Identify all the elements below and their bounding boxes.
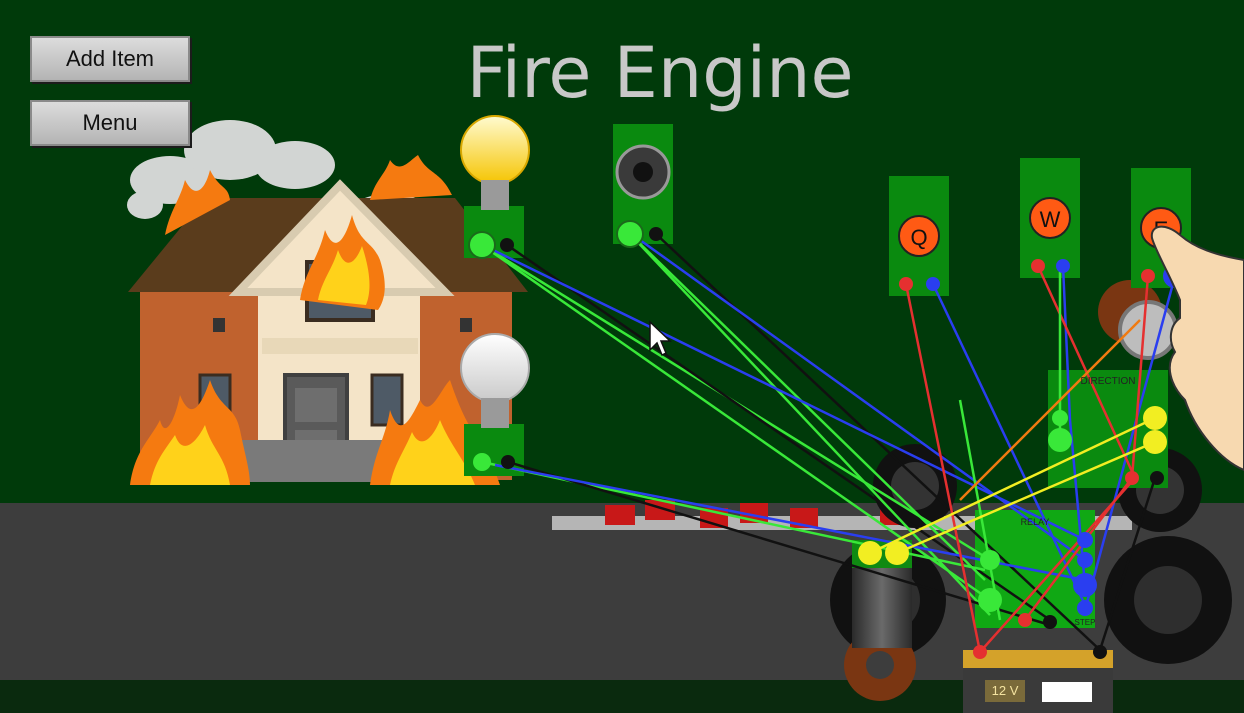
wire-orange — [959, 319, 1141, 501]
wire-green — [629, 233, 986, 581]
wire-black — [507, 460, 1051, 627]
battery[interactable] — [963, 650, 1113, 713]
wire-blue — [1083, 275, 1177, 611]
burning-house[interactable] — [127, 120, 528, 485]
key-q-label: Q — [910, 225, 927, 250]
wire-yellow — [896, 440, 1156, 555]
key-w-module[interactable]: W — [1020, 158, 1080, 278]
bulb-on-icon[interactable] — [460, 115, 530, 258]
wire-black — [1098, 477, 1157, 651]
wire-blue — [931, 283, 1087, 606]
menu-button[interactable]: Menu — [30, 100, 190, 146]
page-title: Fire Engine — [466, 32, 854, 114]
battery-voltage: 12 V — [992, 683, 1019, 698]
wire-black — [506, 243, 1051, 622]
wire-blue — [492, 248, 1086, 542]
stepper-label: STEP — [1075, 618, 1096, 627]
hand-pointer-icon — [1150, 225, 1244, 472]
key-q-module[interactable]: Q — [889, 176, 949, 296]
wire-green — [481, 243, 991, 602]
wire-red — [904, 283, 982, 653]
barcode-icon — [1042, 682, 1092, 702]
key-w-label: W — [1040, 207, 1061, 232]
direction-module[interactable] — [1048, 370, 1168, 488]
wire-yellow — [869, 416, 1156, 555]
mouse-cursor-icon — [649, 320, 672, 357]
add-item-button[interactable]: Add Item — [30, 36, 190, 82]
bulb-off-icon[interactable] — [460, 333, 530, 476]
direction-label: DIRECTION — [1081, 376, 1136, 387]
fire-cores — [150, 246, 475, 485]
wire-blue — [1061, 265, 1087, 586]
wire-green — [958, 399, 1002, 621]
relay-label: RELAY — [1021, 517, 1050, 527]
wire-blue — [639, 238, 1086, 562]
wire-green — [629, 233, 991, 616]
